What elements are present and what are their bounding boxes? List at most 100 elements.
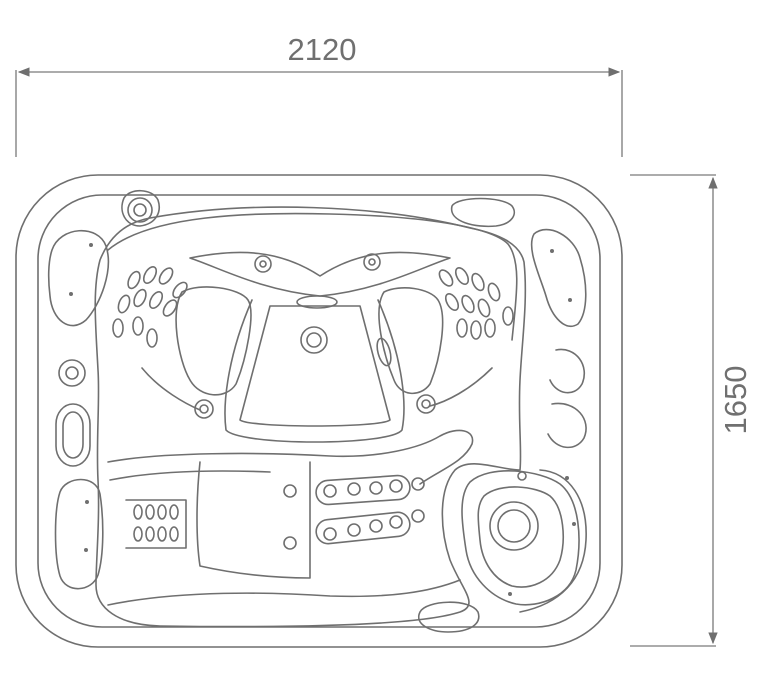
tub-step-ledge xyxy=(107,212,518,341)
jet xyxy=(347,523,361,537)
left-control-jet-outer xyxy=(58,359,86,387)
spa-shell xyxy=(15,174,623,648)
shell-outer-edge xyxy=(15,174,623,648)
seat-top-right-armrest xyxy=(429,367,493,407)
jet xyxy=(133,526,143,542)
jet xyxy=(157,504,167,520)
lounger-neck-jet-left xyxy=(254,255,272,273)
seat-top-right-backrest xyxy=(378,287,444,395)
bench-front-edge xyxy=(107,429,474,485)
bench-step-line xyxy=(109,470,271,481)
seat-top-left-backrest xyxy=(175,286,252,396)
shell-inner-edge xyxy=(37,194,601,628)
jet xyxy=(389,479,403,493)
bench-jet-left-upper xyxy=(283,484,297,498)
bench-jet-left-lower xyxy=(283,536,297,550)
seat-top-left-armrest xyxy=(141,367,201,411)
right-features xyxy=(450,197,587,449)
corner-seat-rim xyxy=(519,469,587,613)
lounger-neck-jet-left-inner xyxy=(259,260,267,268)
lounger-back-jet-outer xyxy=(300,326,328,354)
jet xyxy=(444,293,460,311)
bench-jet-row-upper xyxy=(315,474,425,506)
jet xyxy=(487,282,501,302)
jet xyxy=(347,482,361,496)
height-dimension: 1650 xyxy=(630,174,753,647)
seat-top-right-control-outer xyxy=(416,394,436,414)
corner-seat-drain xyxy=(517,471,527,481)
lounger-headrest xyxy=(189,251,451,297)
corner-seat xyxy=(417,469,587,633)
jet xyxy=(142,266,158,284)
pillow-jet-top-left-outer xyxy=(127,197,153,223)
jet xyxy=(133,288,147,308)
jet xyxy=(145,504,155,520)
width-label: 2120 xyxy=(288,32,357,67)
jet xyxy=(484,318,496,338)
pillow-jet-housing xyxy=(121,189,160,227)
left-headrest-lower-dot-1 xyxy=(85,500,89,504)
seat-top-right-control-inner xyxy=(421,399,431,409)
jet xyxy=(133,504,143,520)
left-cup-holder-inner xyxy=(62,411,84,459)
jet xyxy=(146,328,158,348)
seat-top-right-jet-cluster xyxy=(438,267,514,340)
jet xyxy=(323,484,337,498)
lounger-back-jet-inner xyxy=(306,332,322,348)
jet xyxy=(117,294,131,314)
bench-seat-center xyxy=(196,461,311,579)
lounger xyxy=(189,251,451,443)
right-top-pillow xyxy=(450,197,516,228)
height-label: 1650 xyxy=(718,366,753,435)
jet xyxy=(323,527,337,541)
right-headrest-dot-2 xyxy=(568,298,572,302)
left-headrest-lower-dot-2 xyxy=(84,548,88,552)
jet xyxy=(112,318,124,338)
seat-top-left-control-inner xyxy=(199,404,209,414)
jet xyxy=(470,320,482,340)
corner-seat-dot-1 xyxy=(565,476,569,480)
jet xyxy=(148,291,164,309)
jet-row-frame xyxy=(315,474,411,506)
jet xyxy=(438,269,454,287)
jet xyxy=(172,281,188,299)
jet xyxy=(157,526,167,542)
left-headrest-upper-dot-2 xyxy=(69,292,73,296)
corner-seat-dot-3 xyxy=(508,592,512,596)
left-cup-holder-outer xyxy=(55,403,91,467)
pillow-jet-top-left-inner xyxy=(133,203,147,217)
jet xyxy=(369,481,383,495)
jet xyxy=(162,299,178,317)
corner-seat-inner xyxy=(477,486,564,588)
jet xyxy=(127,270,141,290)
seat-top-left-control-outer xyxy=(194,399,214,419)
corner-seat-jet-inner xyxy=(497,509,531,543)
seat-top-right-side-jet xyxy=(376,337,392,367)
corner-seat-dot-2 xyxy=(572,522,576,526)
left-headrest-lower xyxy=(54,478,104,590)
bench-bottom xyxy=(107,429,474,606)
seat-top-right xyxy=(376,267,514,414)
jet xyxy=(389,515,403,529)
right-cup-holder-upper xyxy=(549,348,586,394)
jet xyxy=(471,272,485,292)
jet xyxy=(502,306,514,326)
left-control-jet-inner xyxy=(65,366,79,380)
bench-jet-row-lower xyxy=(315,509,425,545)
lounger-seat-edge xyxy=(224,299,405,443)
jet xyxy=(477,298,491,318)
seat-top-left xyxy=(112,266,252,419)
bench-floor-edge xyxy=(107,579,461,606)
right-cup-holder-lower xyxy=(547,402,587,449)
jet xyxy=(461,294,475,314)
bench-foot-jet-frame xyxy=(125,499,187,549)
jet xyxy=(369,519,383,533)
lounger-neck-jet-right-inner xyxy=(368,258,376,266)
bottom-pillow xyxy=(417,601,480,633)
jet xyxy=(145,526,155,542)
jet xyxy=(169,526,179,542)
right-headrest-dot-1 xyxy=(550,249,554,253)
jet xyxy=(169,504,179,520)
jet xyxy=(411,509,425,523)
